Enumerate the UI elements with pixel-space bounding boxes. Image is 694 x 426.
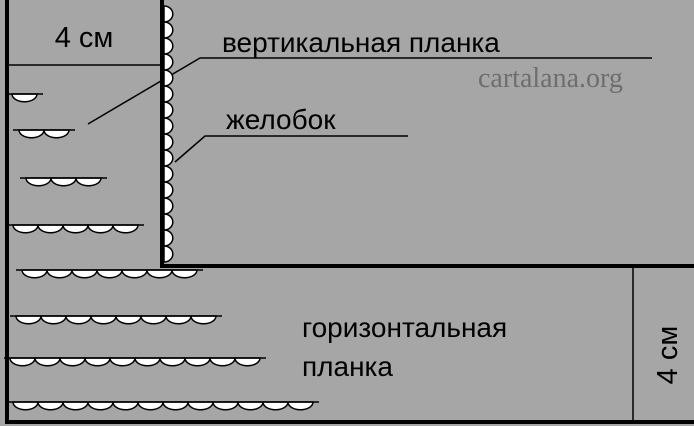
top-width-label: 4 см	[55, 22, 114, 54]
scallop-row	[11, 93, 38, 103]
vertical-strip-leader	[87, 57, 652, 125]
groove-label: желобок	[226, 104, 336, 135]
scallop-row	[25, 177, 102, 187]
vertical-scallop-column	[163, 5, 174, 263]
horizontal-strip-label-line2: планка	[302, 351, 393, 382]
vertical-scallop-edge	[163, 5, 174, 263]
horizontal-scallop-rows	[4, 93, 319, 411]
horizontal-strip-label-line1: горизонтальная	[302, 312, 507, 343]
scallop-row	[12, 224, 139, 234]
leader-lines	[87, 57, 652, 163]
side-width-label: 4 см	[652, 326, 684, 385]
groove-leader	[174, 135, 408, 163]
watermark: cartalana.org	[478, 63, 623, 94]
scallop-row	[21, 269, 198, 279]
frame-lines	[5, 0, 694, 424]
vertical-strip-label: вертикальная планка	[222, 27, 500, 58]
